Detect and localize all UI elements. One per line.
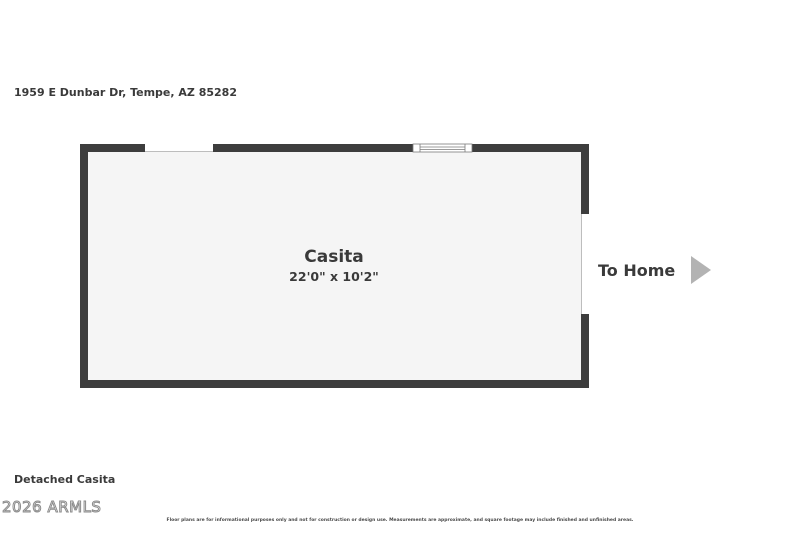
- wall-right-upper: [581, 144, 589, 214]
- wall-right-lower: [581, 314, 589, 388]
- disclaimer-text: Floor plans are for informational purpos…: [166, 518, 634, 523]
- window-top-left: [145, 144, 213, 152]
- copyright-watermark: 2026 ARMLS: [1, 498, 102, 517]
- room-name: Casita: [304, 247, 364, 267]
- wall-left: [80, 144, 88, 388]
- to-home-label: To Home: [598, 261, 675, 280]
- wall-top-segment-2: [213, 144, 413, 152]
- property-address: 1959 E Dunbar Dr, Tempe, AZ 85282: [14, 86, 237, 99]
- window-top-right: [412, 143, 473, 153]
- door-opening-right: [581, 214, 589, 314]
- wall-top-segment-3: [472, 144, 589, 152]
- floor-caption: Detached Casita: [14, 473, 116, 486]
- room-dimensions: 22'0" x 10'2": [289, 269, 379, 284]
- wall-top-segment-1: [80, 144, 145, 152]
- room-floor: [88, 151, 581, 380]
- wall-bottom: [80, 380, 589, 388]
- triangle-right-arrow-icon: [691, 256, 711, 284]
